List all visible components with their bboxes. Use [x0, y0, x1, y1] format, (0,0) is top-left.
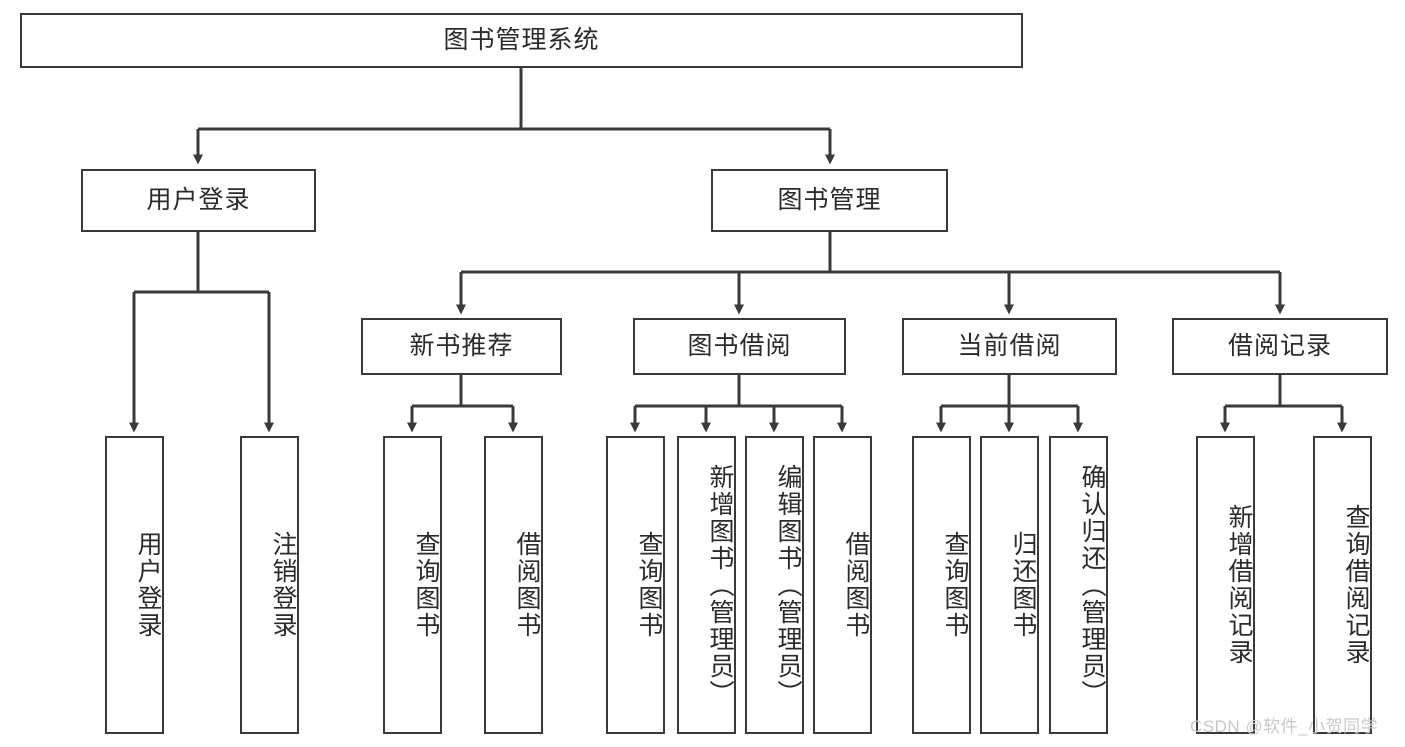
node-leaf-add-record-label: 新增借阅记录: [1225, 504, 1253, 666]
node-new-book-rec-label: 新书推荐: [409, 331, 514, 360]
node-leaf-user-login[interactable]: 用户登录: [105, 436, 164, 734]
node-leaf-borrow-book-2-label: 借阅图书: [842, 531, 870, 639]
node-leaf-query-book-1[interactable]: 查询图书: [383, 436, 442, 734]
node-leaf-add-record[interactable]: 新增借阅记录: [1196, 436, 1255, 734]
node-user-login-label: 用户登录: [146, 185, 251, 214]
node-leaf-return-book-label: 归还图书: [1009, 531, 1037, 639]
node-leaf-query-book-1-label: 查询图书: [412, 531, 440, 639]
node-borrow-record-label: 借阅记录: [1227, 331, 1332, 360]
node-leaf-query-record[interactable]: 查询借阅记录: [1313, 436, 1372, 734]
node-leaf-add-book-label: 新增图书（管理员）: [706, 463, 734, 707]
node-user-login[interactable]: 用户登录: [81, 169, 316, 232]
node-leaf-edit-book-label: 编辑图书（管理员）: [774, 463, 802, 707]
node-root-label: 图书管理系统: [443, 25, 600, 54]
node-leaf-borrow-book-1-label: 借阅图书: [513, 531, 541, 639]
node-leaf-add-book[interactable]: 新增图书（管理员）: [677, 436, 736, 734]
node-leaf-borrow-book-1[interactable]: 借阅图书: [484, 436, 543, 734]
node-leaf-query-book-2-label: 查询图书: [635, 531, 663, 639]
node-book-manage-label: 图书管理: [777, 185, 882, 214]
node-root[interactable]: 图书管理系统: [20, 13, 1023, 68]
node-leaf-query-book-2[interactable]: 查询图书: [606, 436, 665, 734]
node-leaf-logout-label: 注销登录: [269, 531, 297, 639]
node-leaf-query-record-label: 查询借阅记录: [1342, 504, 1370, 666]
node-leaf-confirm-return[interactable]: 确认归还（管理员）: [1049, 436, 1108, 734]
node-borrow-record[interactable]: 借阅记录: [1172, 318, 1388, 375]
node-leaf-user-login-label: 用户登录: [134, 531, 162, 639]
node-leaf-query-book-3-label: 查询图书: [941, 531, 969, 639]
node-leaf-edit-book[interactable]: 编辑图书（管理员）: [745, 436, 804, 734]
node-book-borrow[interactable]: 图书借阅: [633, 318, 846, 375]
node-leaf-query-book-3[interactable]: 查询图书: [912, 436, 971, 734]
node-leaf-return-book[interactable]: 归还图书: [980, 436, 1039, 734]
node-new-book-rec[interactable]: 新书推荐: [361, 318, 562, 375]
node-current-borrow-label: 当前借阅: [957, 331, 1062, 360]
node-leaf-borrow-book-2[interactable]: 借阅图书: [813, 436, 872, 734]
node-book-borrow-label: 图书借阅: [687, 331, 792, 360]
watermark: CSDN @软件_小贺同学: [1190, 717, 1379, 736]
node-book-manage[interactable]: 图书管理: [711, 169, 948, 232]
node-leaf-confirm-return-label: 确认归还（管理员）: [1078, 463, 1106, 707]
node-current-borrow[interactable]: 当前借阅: [902, 318, 1117, 375]
node-leaf-logout[interactable]: 注销登录: [240, 436, 299, 734]
